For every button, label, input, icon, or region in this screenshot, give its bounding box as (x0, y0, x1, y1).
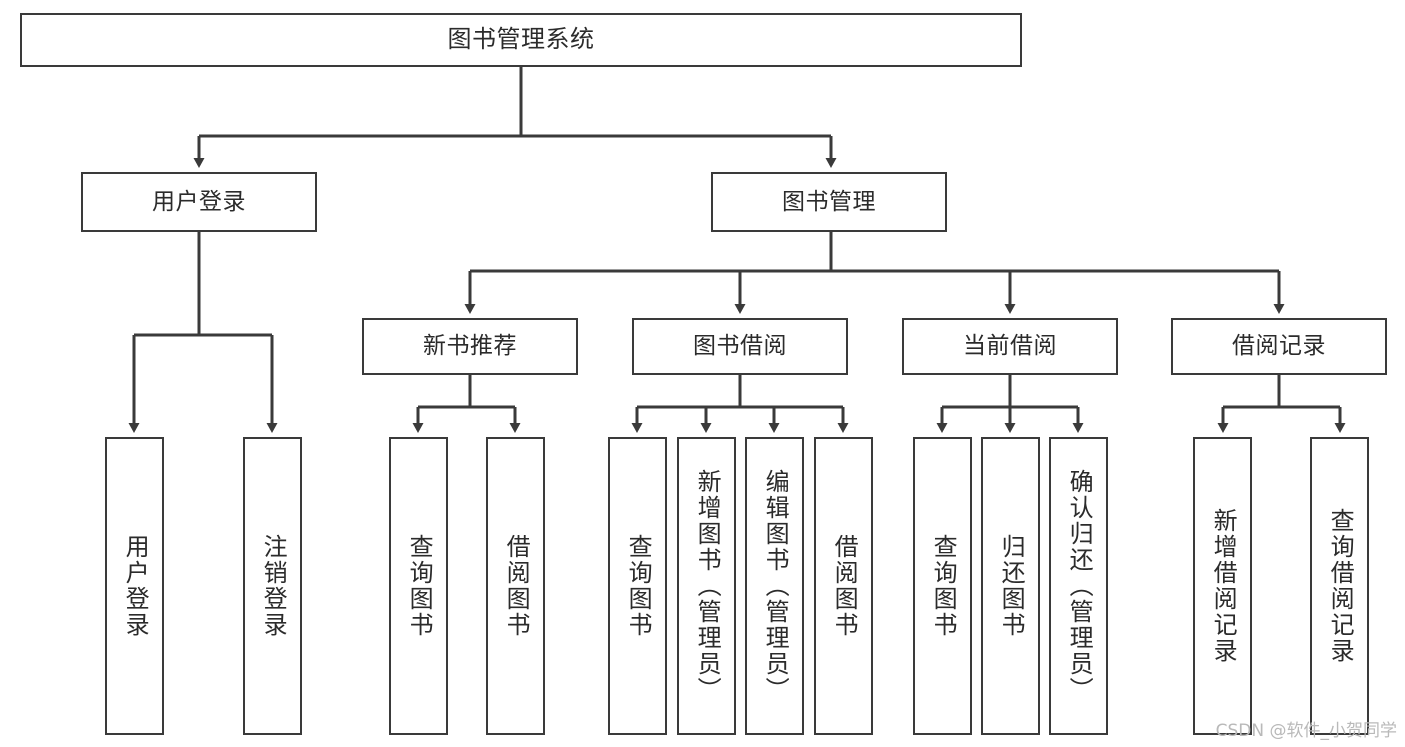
leaf-query-book-new[interactable]: 查询图书 (389, 437, 448, 735)
node-label: 新增借阅记录 (1209, 508, 1238, 664)
node-label: 归还图书 (997, 534, 1026, 638)
leaf-edit-book-admin[interactable]: 编辑图书（管理员） (745, 437, 804, 735)
node-borrow-record[interactable]: 借阅记录 (1171, 318, 1387, 375)
node-label: 图书管理系统 (447, 25, 595, 54)
watermark-text: CSDN @软件_小贺同学 (1215, 721, 1397, 741)
node-user-login[interactable]: 用户登录 (81, 172, 317, 232)
node-label: 查询图书 (624, 534, 653, 638)
node-label: 图书借阅 (693, 333, 787, 360)
leaf-borrow-book[interactable]: 借阅图书 (814, 437, 873, 735)
node-new-book-recommend[interactable]: 新书推荐 (362, 318, 578, 375)
node-label: 查询图书 (929, 534, 958, 638)
leaf-add-book-admin[interactable]: 新增图书（管理员） (677, 437, 736, 735)
leaf-return-book[interactable]: 归还图书 (981, 437, 1040, 735)
leaf-add-borrow-record[interactable]: 新增借阅记录 (1193, 437, 1252, 735)
node-label: 当前借阅 (963, 333, 1057, 360)
leaf-query-book-current[interactable]: 查询图书 (913, 437, 972, 735)
node-label: 图书管理 (782, 188, 876, 215)
node-label: 查询借阅记录 (1326, 508, 1355, 664)
node-label: 编辑图书（管理员） (761, 469, 790, 703)
node-label: 新增图书（管理员） (693, 469, 722, 703)
node-label: 用户登录 (152, 188, 246, 215)
node-label: 借阅记录 (1232, 333, 1326, 360)
leaf-query-book-borrow[interactable]: 查询图书 (608, 437, 667, 735)
leaf-user-login[interactable]: 用户登录 (105, 437, 164, 735)
node-label: 用户登录 (121, 534, 150, 638)
node-label: 查询图书 (405, 534, 434, 638)
node-label: 借阅图书 (830, 534, 859, 638)
leaf-logout[interactable]: 注销登录 (243, 437, 302, 735)
node-book-management[interactable]: 图书管理 (711, 172, 947, 232)
node-root-system[interactable]: 图书管理系统 (20, 13, 1022, 67)
leaf-query-borrow-record[interactable]: 查询借阅记录 (1310, 437, 1369, 735)
node-label: 新书推荐 (423, 333, 517, 360)
node-label: 确认归还（管理员） (1065, 469, 1094, 703)
node-label: 注销登录 (259, 534, 288, 638)
leaf-confirm-return-admin[interactable]: 确认归还（管理员） (1049, 437, 1108, 735)
node-label: 借阅图书 (502, 534, 531, 638)
node-book-borrow[interactable]: 图书借阅 (632, 318, 848, 375)
node-current-borrow[interactable]: 当前借阅 (902, 318, 1118, 375)
leaf-borrow-book-new[interactable]: 借阅图书 (486, 437, 545, 735)
